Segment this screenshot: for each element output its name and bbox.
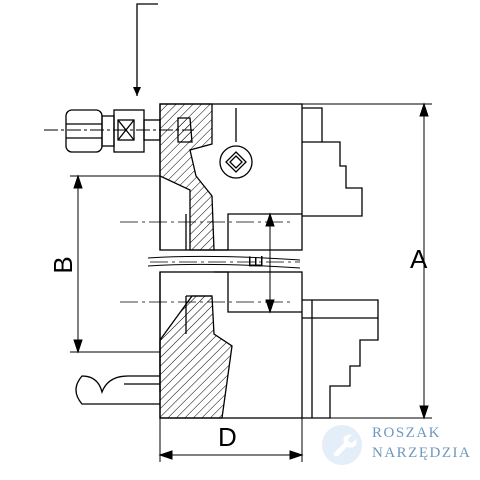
centre-lines [120,221,300,303]
wrench-icon [322,425,362,465]
bolt-assembly [44,109,194,153]
dimension-e-label: E [246,255,268,268]
dimension-a [302,102,432,420]
dimension-a-label: A [410,244,428,274]
top-leader-arrow [133,3,158,96]
key-drive [219,108,253,179]
lower-stud [75,375,160,405]
dimension-d-label: D [218,422,237,452]
upper-jaw [302,107,363,217]
dimension-b [70,174,160,354]
watermark-line1: ROSZAK [372,425,442,441]
watermark-line2: NARZĘDZIA [372,445,472,461]
dimension-d [158,418,304,462]
watermark: ROSZAK NARZĘDZIA [322,423,472,467]
dimension-e [265,212,275,314]
lower-jaw [302,299,379,419]
dimension-b-label: B [48,256,78,274]
